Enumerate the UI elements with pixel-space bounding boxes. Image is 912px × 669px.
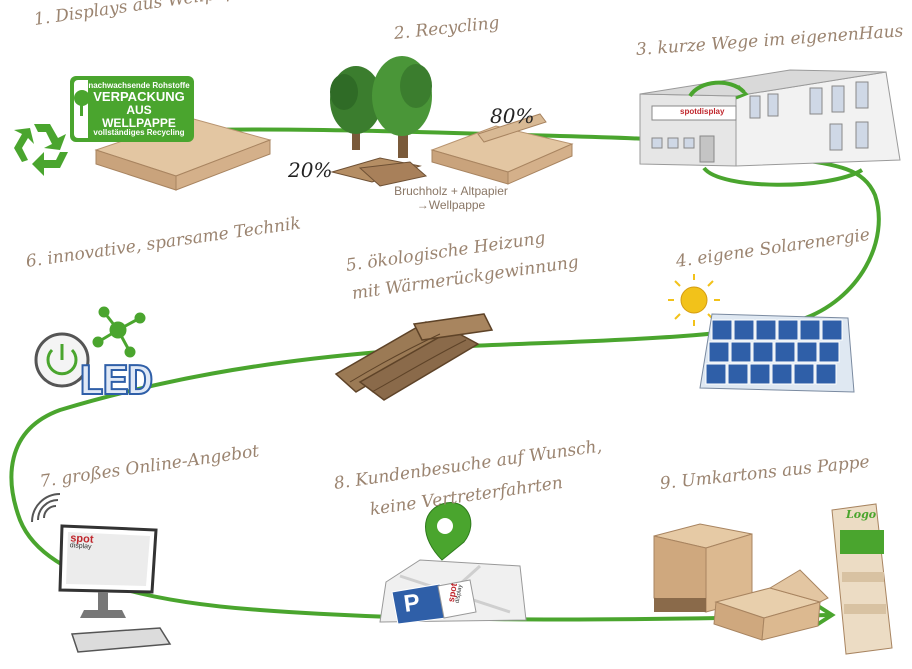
solar-cell (733, 319, 755, 341)
solar-cell (771, 363, 793, 385)
corrugated-stack (430, 113, 574, 185)
solar-cell (752, 341, 774, 363)
pct-paper: 80% (490, 104, 535, 128)
led-text: LED (77, 357, 154, 409)
building (639, 69, 901, 187)
display-logo: Logo (846, 508, 877, 521)
cardboard-stack (94, 117, 272, 191)
solar-panel (699, 313, 855, 393)
solar-cell (793, 363, 815, 385)
solar-cell (755, 319, 777, 341)
solar-cell (727, 363, 749, 385)
wood-planks (334, 313, 494, 401)
solar-cell (799, 319, 821, 341)
recycling-formula: Bruchholz + Altpapier →Wellpappe (366, 184, 536, 212)
shipping-box (653, 523, 753, 613)
path-arrow-head (816, 604, 836, 626)
open-carton (713, 569, 829, 641)
building-sign: spotdisplay (680, 107, 725, 116)
parking-sign (391, 579, 477, 625)
eco-label-line3: AUS WELLPAPPE (102, 103, 176, 130)
display-stand (831, 503, 893, 655)
solar-cell (821, 319, 843, 341)
monitor-icon (58, 524, 158, 618)
pct-wood: 20% (288, 158, 333, 182)
eco-label-box (70, 76, 194, 142)
solar-cell (815, 363, 837, 385)
formula-line2: →Wellpappe (416, 198, 486, 212)
eco-label-line4: vollständiges Recycling (93, 128, 185, 138)
power-icon (34, 332, 90, 388)
solar-cell (705, 363, 727, 385)
map-pin-icon (425, 502, 472, 561)
solar-cell (749, 363, 771, 385)
eco-label-line2: VERPACKUNG (93, 89, 185, 105)
solar-cell (774, 341, 796, 363)
eco-label-text: nachwachsende Rohstoffe VERPACKUNG AUS W… (88, 81, 190, 138)
tree-icon (330, 56, 432, 158)
formula-line1: Bruchholz + Altpapier (394, 184, 508, 198)
monitor-logo: spot display (69, 532, 93, 552)
solar-cell (708, 341, 730, 363)
keyboard-icon (70, 627, 172, 653)
wifi-icon (31, 493, 61, 523)
solar-cell (711, 319, 733, 341)
network-icon (92, 306, 146, 358)
solar-cell (777, 319, 799, 341)
broken-wood (330, 157, 428, 187)
solar-cell (818, 341, 840, 363)
eco-label-line1: nachwachsende Rohstoffe (88, 81, 190, 90)
solar-cell (796, 341, 818, 363)
solar-cell (730, 341, 752, 363)
recycle-icon (14, 124, 68, 176)
